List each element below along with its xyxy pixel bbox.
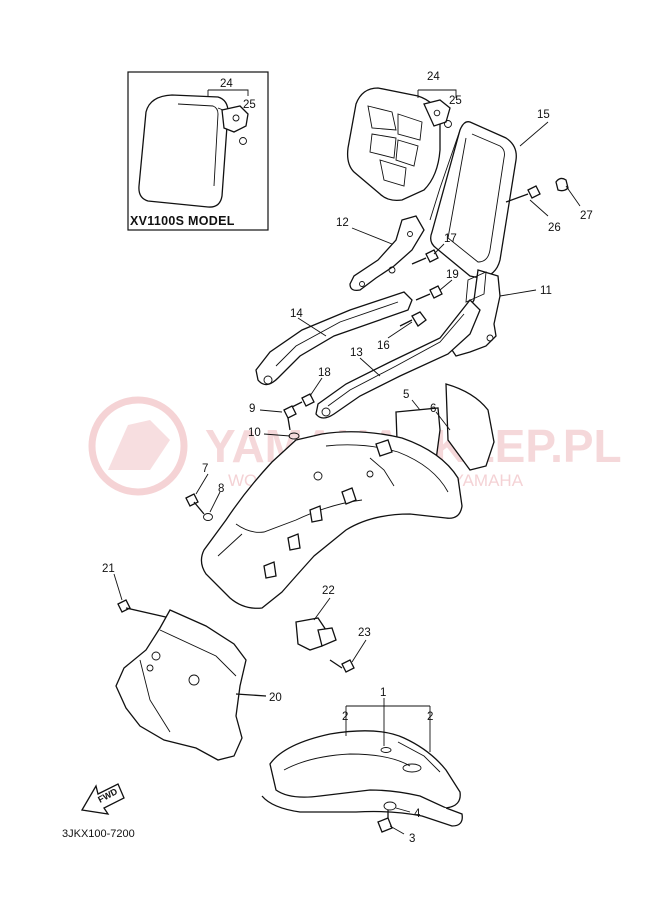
- part-bolt-21: [117, 599, 171, 619]
- watermark-logo: [88, 396, 188, 496]
- part-bracket-12: [349, 215, 425, 292]
- callout-10: 10: [248, 427, 261, 439]
- callout-16: 16: [377, 340, 390, 352]
- part-seat-rail-13: [315, 299, 481, 419]
- part-bolts-17-19-16: [399, 249, 443, 327]
- callout-22: 22: [322, 585, 335, 597]
- part-backrest-frame: [429, 121, 517, 279]
- callout-19: 19: [446, 269, 459, 281]
- callout-20: 20: [269, 692, 282, 704]
- callout-9: 9: [249, 403, 255, 415]
- callout-21: 21: [102, 563, 115, 575]
- part-bolt-7-washer-8: [185, 493, 213, 521]
- callout-4: 4: [414, 808, 421, 820]
- part-seat-rail-14: [255, 291, 413, 386]
- callout-15: 15: [537, 109, 550, 121]
- part-rear-fender-1: [261, 730, 463, 827]
- callout-12: 12: [336, 217, 349, 229]
- callout-18: 18: [318, 367, 331, 379]
- callout-17: 17: [444, 233, 457, 245]
- callout-23: 23: [358, 627, 371, 639]
- callouts: 24 25 15 26 27 12 17 19 11 14 16 13 18 9…: [102, 71, 593, 845]
- fwd-arrow-icon: FWD: [80, 783, 125, 815]
- part-bolts-18-9-washer-10: [283, 393, 315, 440]
- callout-14: 14: [290, 308, 303, 320]
- part-bracket-22-bolt-23: [295, 617, 355, 673]
- callout-27: 27: [580, 210, 593, 222]
- inset-xv1100s-model: 24 25 XV1100S MODEL: [127, 71, 269, 231]
- leader-lines: [113, 121, 581, 835]
- part-mudguard-20: [115, 609, 267, 761]
- diagram-code: 3JKX100-7200: [62, 828, 135, 840]
- part-rear-inner-fender: [200, 431, 463, 609]
- callout-5: 5: [403, 389, 409, 401]
- callout-2-left: 2: [342, 711, 348, 723]
- callout-11: 11: [540, 285, 552, 297]
- callout-2-right: 2: [427, 711, 433, 723]
- callout-7: 7: [202, 463, 208, 475]
- part-seat: [346, 87, 457, 202]
- inset-callout-24: 24: [220, 78, 233, 90]
- part-washer-4-bolt-3: [377, 801, 397, 833]
- callout-3: 3: [409, 833, 415, 845]
- callout-8: 8: [218, 483, 224, 495]
- part-bolts-26-27: [505, 177, 569, 203]
- callout-6: 6: [430, 403, 436, 415]
- callout-1: 1: [380, 687, 386, 699]
- callout-13: 13: [350, 347, 363, 359]
- callout-25: 25: [449, 95, 462, 107]
- callout-24: 24: [427, 71, 440, 83]
- callout-26: 26: [548, 222, 561, 234]
- inset-model-label: XV1100S MODEL: [130, 214, 235, 228]
- inset-callout-25: 25: [243, 99, 256, 111]
